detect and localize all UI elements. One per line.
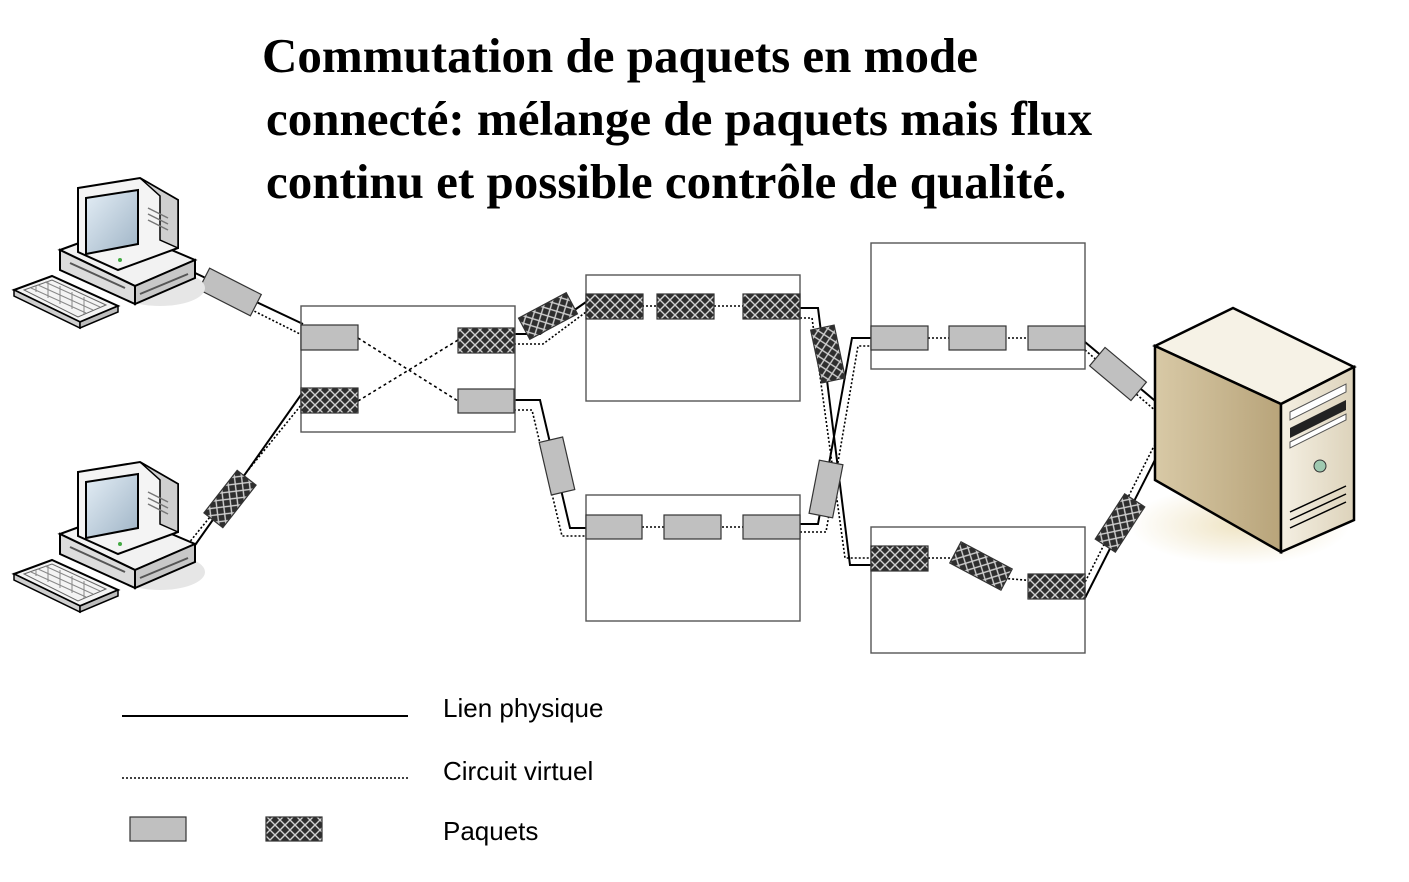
server-tower-icon — [1130, 306, 1357, 565]
desktop-computer-icon — [13, 177, 206, 329]
packet-gray — [742, 514, 801, 540]
packet-dark — [203, 469, 257, 529]
packet-dark — [585, 293, 644, 320]
packet-dark — [742, 293, 801, 320]
packet-dark — [517, 291, 579, 341]
title-line-2: connecté: mélange de paquets mais flux — [266, 91, 1093, 146]
packet-gray — [197, 267, 263, 317]
packet-gray — [663, 514, 722, 540]
virtual-circuit — [514, 311, 587, 345]
packet-dark — [656, 293, 715, 320]
switch-box-1 — [300, 305, 516, 433]
virtual-circuit — [357, 339, 459, 402]
packet-gray — [457, 388, 515, 414]
packet-dark — [300, 387, 359, 414]
packet-gray — [870, 325, 929, 351]
packet-gray — [585, 514, 643, 540]
title-line-3: continu et possible contrôle de qualité. — [266, 154, 1067, 209]
packet-gray — [948, 325, 1007, 351]
switch-box-2-bottom — [585, 494, 801, 622]
packet-gray — [300, 324, 359, 351]
legend-label-physical-link: Lien physique — [443, 693, 604, 723]
physical-link — [800, 337, 872, 525]
switch-box-3-top — [870, 242, 1086, 370]
diagram-title: Commutation de paquets en mode connecté:… — [262, 24, 1262, 213]
desktop-computer-icon — [13, 461, 206, 613]
packet-dark — [809, 324, 847, 384]
packet-gray — [1027, 325, 1086, 351]
packet-dark — [870, 545, 929, 572]
physical-link — [192, 391, 304, 549]
packet-dark — [948, 540, 1014, 592]
virtual-circuit — [357, 337, 459, 402]
virtual-circuit — [514, 409, 586, 537]
legend-label-packets: Paquets — [443, 816, 539, 846]
packet-dark — [1094, 492, 1146, 554]
packet-gray — [808, 459, 844, 519]
virtual-circuit — [800, 317, 872, 559]
switch-box-2-top — [585, 274, 801, 402]
packet-gray — [1088, 346, 1148, 402]
packet-dark — [1027, 573, 1086, 600]
packet-dark — [457, 327, 515, 354]
packet-gray — [538, 436, 576, 496]
legend-packet-dark-sample — [265, 816, 323, 842]
virtual-circuit — [800, 345, 872, 533]
legend — [122, 715, 408, 842]
title-line-1: Commutation de paquets en mode — [262, 28, 978, 83]
legend-label-virtual-circuit: Circuit virtuel — [443, 756, 594, 786]
legend-packet-gray-sample — [129, 816, 187, 842]
